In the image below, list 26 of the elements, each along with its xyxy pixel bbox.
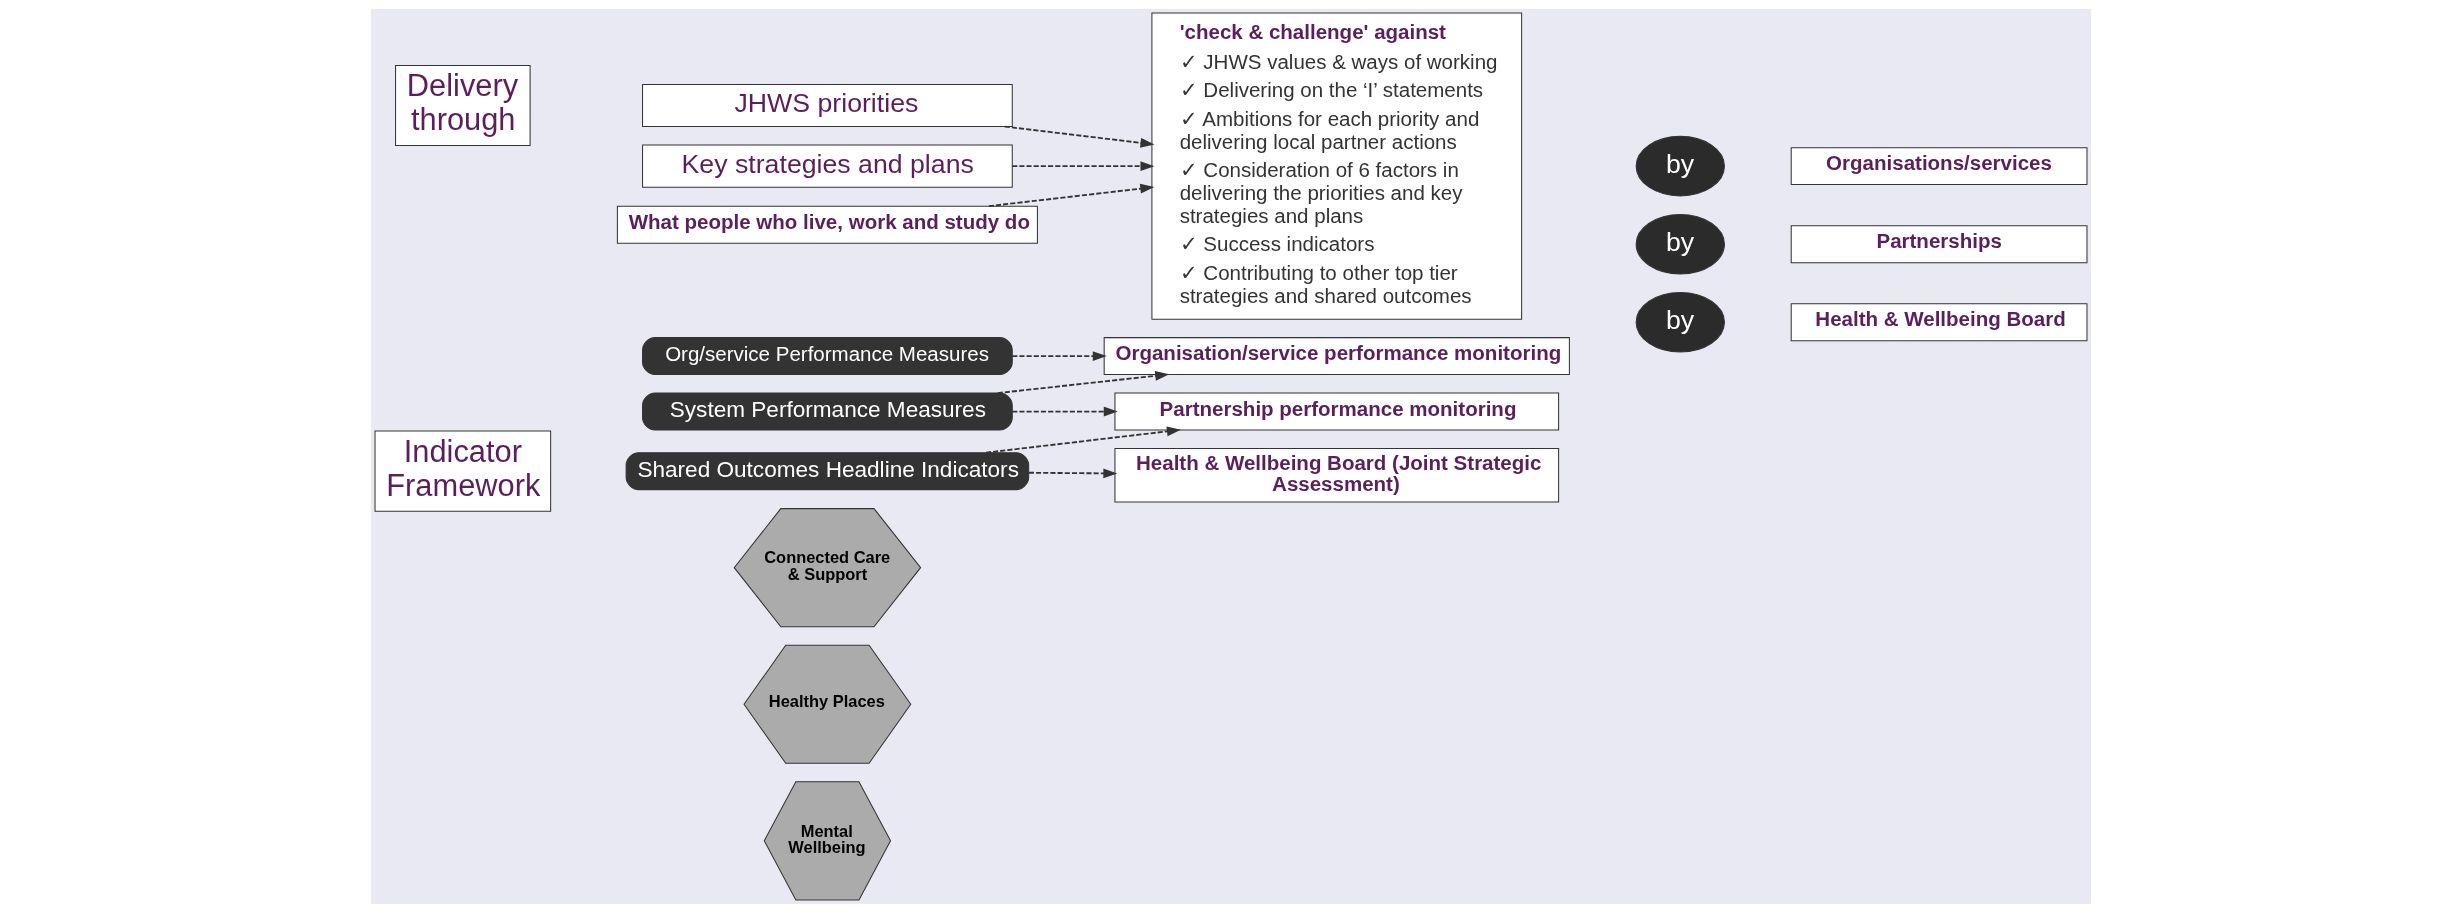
node-box: Shared Outcomes Headline Indicators bbox=[625, 451, 1029, 490]
node-box: Org/service Performance Measures bbox=[641, 336, 1013, 375]
node-box: Partnerships bbox=[1790, 224, 2087, 263]
arrow bbox=[1010, 350, 1107, 361]
node-box: Key strategies and plans bbox=[641, 144, 1013, 188]
node-box: What people who live, work and study do bbox=[616, 205, 1038, 244]
node-box: Indicator Framework bbox=[374, 430, 551, 512]
arrow bbox=[1010, 406, 1118, 416]
node-box: JHWS priorities bbox=[641, 83, 1013, 127]
node-box: Partnership performance monitoring bbox=[1113, 392, 1559, 431]
node-ellipse: by bbox=[1635, 291, 1725, 352]
arrow bbox=[996, 370, 1169, 394]
arrow bbox=[987, 183, 1154, 207]
node-box: Health & Wellbeing Board (Joint Strategic Assessment) bbox=[1113, 447, 1559, 502]
node-box: Organisations/services bbox=[1790, 146, 2087, 185]
node-box: Delivery through bbox=[394, 64, 531, 146]
node-box: System Performance Measures bbox=[641, 392, 1013, 431]
arrow bbox=[984, 426, 1181, 454]
node-ellipse: by bbox=[1635, 135, 1725, 196]
arrow bbox=[1010, 160, 1154, 171]
node-box: Health & Wellbeing Board bbox=[1790, 302, 2087, 341]
arrow bbox=[1027, 467, 1117, 478]
node-box: 'check & challenge' against ✓ JHWS values & ways of working ✓ Delivering on the ‘I’ statements ✓ Ambitions for each priority and delivering local partner actions ✓ Consideration of 6 factors in delivering the priorities and key strategies and plans ✓ Success indicators ✓ Contributing to other top tier strategies and shared outcomes bbox=[1150, 12, 1522, 320]
arrow bbox=[1003, 125, 1154, 148]
node-ellipse: by bbox=[1635, 213, 1725, 274]
node-box: Organisation/service performance monitoring bbox=[1103, 336, 1570, 375]
